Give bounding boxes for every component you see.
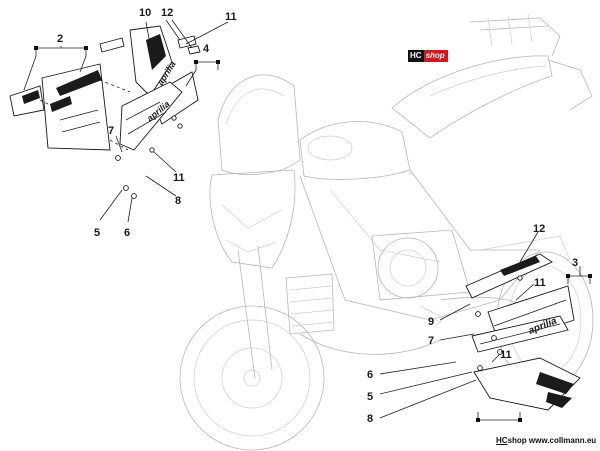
footer-url: www.collmann.eu <box>526 436 597 445</box>
callout-12-right: 12 <box>533 223 545 235</box>
callout-labels: 2 10 12 11 4 7 11 8 5 6 12 3 11 9 7 11 6… <box>57 7 578 425</box>
left-fairing-panel-assembly <box>9 25 201 199</box>
callout-7-right: 7 <box>428 335 434 347</box>
callout-8-left: 8 <box>175 195 181 207</box>
callout-5-left: 5 <box>94 227 100 239</box>
callout-11-right-lower: 11 <box>500 349 512 361</box>
callout-11-right-upper: 11 <box>534 277 546 289</box>
callout-5-right: 5 <box>367 391 373 403</box>
callout-6-left: 6 <box>124 227 130 239</box>
callout-2: 2 <box>57 33 63 45</box>
callout-4: 4 <box>203 43 210 55</box>
watermark-shop: shop <box>423 50 448 62</box>
callout-7-left: 7 <box>108 125 114 137</box>
callout-8-right: 8 <box>367 413 373 425</box>
callout-11-left: 11 <box>173 172 185 184</box>
footer-prefix: HC <box>496 436 508 445</box>
leader-lines <box>23 19 592 422</box>
callout-6-right: 6 <box>367 369 373 381</box>
callout-9: 9 <box>428 316 434 328</box>
callout-11-upper: 11 <box>225 11 237 23</box>
callout-12-upper: 12 <box>161 7 173 19</box>
watermark-hc: HC <box>408 50 424 62</box>
callout-10: 10 <box>139 7 151 19</box>
right-fairing-panel-assembly <box>465 253 581 411</box>
footer-credit: HCshop www.collmann.eu <box>496 436 596 445</box>
footer-brand: shop <box>507 436 527 445</box>
hc-shop-watermark: HC shop <box>408 50 448 62</box>
callout-3: 3 <box>572 257 578 269</box>
